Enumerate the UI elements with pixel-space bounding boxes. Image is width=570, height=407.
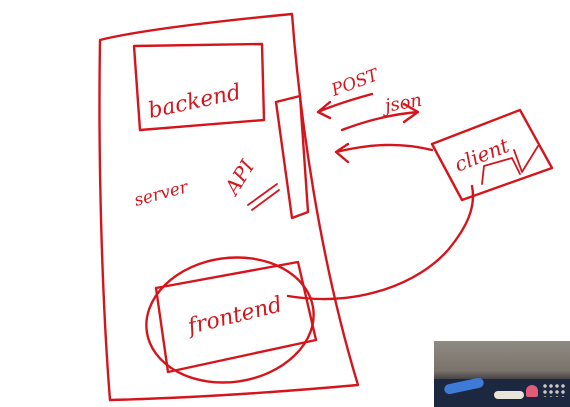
api-label: API xyxy=(219,155,260,201)
client-box xyxy=(430,108,554,202)
webcam-dots xyxy=(542,383,566,397)
frontend-to-client-curve xyxy=(286,184,475,301)
json-arrow xyxy=(340,102,420,132)
client-label: client xyxy=(451,133,513,177)
api-box xyxy=(274,94,310,220)
client-inner-mark xyxy=(481,145,539,185)
server-label: server xyxy=(132,177,191,211)
webcam-blob-white xyxy=(494,391,524,399)
backend-label: backend xyxy=(146,80,243,124)
frontend-label: frontend xyxy=(183,292,284,340)
post-label: POST xyxy=(328,65,383,101)
webcam-thumbnail xyxy=(434,341,570,407)
frontend-box xyxy=(154,260,318,374)
client-to-api-arrow xyxy=(334,142,434,164)
server-box xyxy=(98,12,360,402)
webcam-ghost-icon xyxy=(526,385,538,397)
api-underline xyxy=(247,183,280,211)
backend-box xyxy=(132,42,266,132)
post-arrow xyxy=(316,92,374,120)
frontend-circle xyxy=(145,256,315,384)
